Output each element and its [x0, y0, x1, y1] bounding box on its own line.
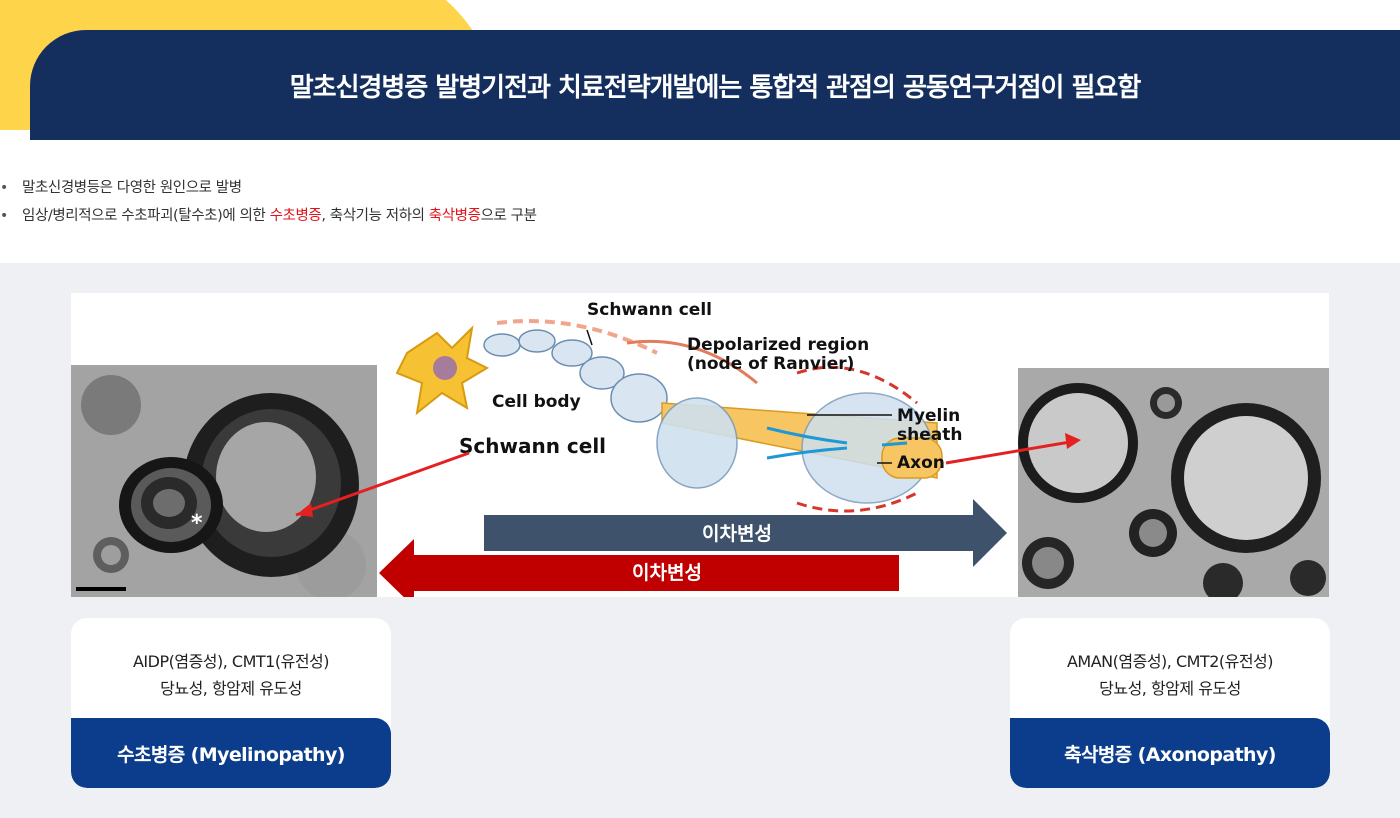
schwann-cell-left-label: Schwann cell	[459, 434, 606, 458]
pointer-arrows	[295, 433, 1081, 517]
bullet-item: • 말초신경병등은 다영한 원인으로 발병	[0, 176, 537, 204]
myelinopathy-card: AIDP(염증성), CMT1(유전성) 당뇨성, 항암제 유도성 수초병증 (…	[71, 618, 391, 788]
card-line: 당뇨성, 항암제 유도성	[1099, 679, 1241, 698]
bullet-item: • 임상/병리적으로 수초파괴(탈수초)에 의한 수초병증, 축삭기능 저하의 …	[0, 204, 537, 232]
myelinopathy-title: 수초병증 (Myelinopathy)	[117, 743, 345, 766]
axonopathy-title: 축삭병증 (Axonopathy)	[1064, 743, 1276, 766]
bullet-text-part: 임상/병리적으로 수초파괴(탈수초)에 의한	[22, 208, 270, 224]
axonopathy-card: AMAN(염증성), CMT2(유전성) 당뇨성, 항암제 유도성 축삭병증 (…	[1010, 618, 1330, 788]
sheath-label: sheath	[897, 425, 962, 445]
bullet-dot-icon: •	[0, 208, 8, 224]
bullet-text-part: 으로 구분	[480, 208, 537, 224]
bullet-text-part: , 축삭기능 저하의	[321, 208, 429, 224]
axonopathy-micrograph	[1018, 368, 1329, 597]
bullet-dot-icon: •	[0, 180, 8, 196]
page-title: 말초신경병증 발병기전과 치료전략개발에는 통합적 관점의 공동연구거점이 필요…	[289, 72, 1142, 103]
arrow-right-secondary-degeneration: 이차변성	[484, 499, 1007, 567]
myelin-label: Myelin	[897, 406, 960, 426]
depolarized-region-label: Depolarized region	[687, 335, 869, 355]
card-line: 당뇨성, 항암제 유도성	[160, 679, 302, 698]
myelinopathy-micrograph: *	[71, 365, 377, 597]
arrow-right-label: 이차변성	[702, 523, 772, 545]
highlight-myelinopathy: 수초병증	[269, 208, 322, 224]
myelinopathy-footer: 수초병증 (Myelinopathy)	[71, 718, 391, 788]
title-banner: 말초신경병증 발병기전과 치료전략개발에는 통합적 관점의 공동연구거점이 필요…	[30, 30, 1400, 140]
highlight-axonopathy: 축삭병증	[428, 208, 481, 224]
arrow-left-label: 이차변성	[632, 562, 702, 584]
arrow-left-secondary-degeneration: 이차변성	[379, 539, 899, 597]
axonopathy-causes: AMAN(염증성), CMT2(유전성) 당뇨성, 항암제 유도성	[1010, 648, 1330, 702]
svg-text:*: *	[191, 511, 203, 536]
myelinopathy-causes: AIDP(염증성), CMT1(유전성) 당뇨성, 항암제 유도성	[71, 648, 391, 702]
nerve-conduction-diagram: Schwann cell Depolarized region (node of…	[379, 300, 1007, 597]
axonopathy-footer: 축삭병증 (Axonopathy)	[1010, 718, 1330, 788]
neuropathy-figure: *	[71, 293, 1329, 597]
bullet-text: 말초신경병등은 다영한 원인으로 발병	[22, 180, 242, 196]
axon-label: Axon	[897, 453, 945, 473]
card-line: AIDP(염증성), CMT1(유전성)	[132, 652, 330, 671]
card-line: AMAN(염증성), CMT2(유전성)	[1066, 652, 1274, 671]
node-of-ranvier-label: (node of Ranvier)	[687, 354, 854, 374]
cell-body-label: Cell body	[492, 392, 581, 412]
schwann-cell-top-label: Schwann cell	[587, 300, 712, 320]
bullet-list: • 말초신경병등은 다영한 원인으로 발병 • 임상/병리적으로 수초파괴(탈수…	[0, 176, 537, 232]
cell-body-shape	[395, 325, 490, 416]
